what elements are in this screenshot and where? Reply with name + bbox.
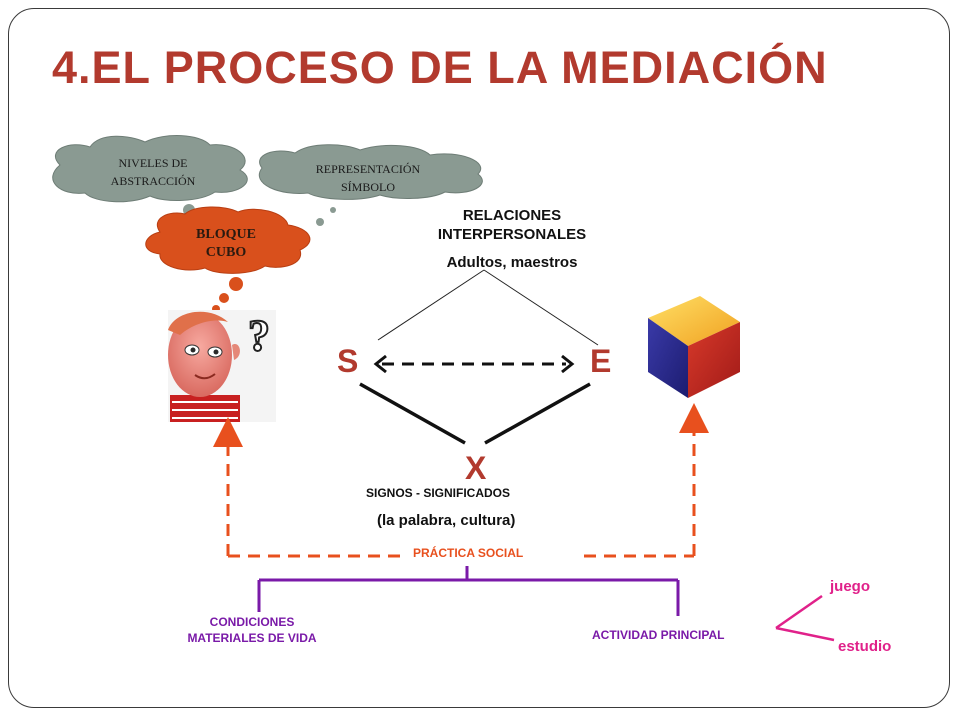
relations-line-1: RELACIONES <box>462 207 562 224</box>
subject-label: S <box>337 343 359 379</box>
thought-dot-3 <box>330 207 336 213</box>
slide-frame <box>8 8 950 708</box>
relations-detail: Adultos, maestros <box>446 254 578 271</box>
cloud-bloque-text: BLOQUE CUBO <box>186 226 266 262</box>
conditions-line-2: MATERIALES DE VIDA <box>187 631 317 645</box>
conditions-label: CONDICIONES MATERIALES DE VIDA <box>162 614 342 646</box>
cloud-representacion <box>258 144 483 200</box>
social-bracket <box>257 566 680 616</box>
representacion-line-2: SÍMBOLO <box>340 180 395 194</box>
bloque-line-1: BLOQUE <box>196 227 256 242</box>
thought-dot-4 <box>229 277 243 291</box>
activity-study-label: estudio <box>838 638 892 655</box>
cloud-bloque <box>145 206 311 274</box>
activities-branch <box>775 594 835 642</box>
child-illustration: ? <box>168 310 276 422</box>
mediator-label: X <box>465 450 487 486</box>
main-activity-label: ACTIVIDAD PRINCIPAL <box>592 628 725 642</box>
arrowhead-right-icon <box>561 354 575 374</box>
subject-mediator-line <box>359 382 466 445</box>
signs-label: SIGNOS - SIGNIFICADOS <box>366 486 511 500</box>
cube-illustration <box>648 296 740 398</box>
niveles-line-2: ABSTRACCIÓN <box>110 174 196 188</box>
bloque-line-2: CUBO <box>205 245 247 260</box>
object-mediator-line <box>484 382 591 445</box>
question-mark-icon: ? <box>248 311 270 360</box>
signs-detail: (la palabra, cultura) <box>377 512 516 529</box>
activity-play-label: juego <box>830 578 870 595</box>
social-practice-label: PRÁCTICA SOCIAL <box>413 546 524 560</box>
slide-title: 4.EL PROCESO DE LA MEDIACIÓN <box>52 42 828 93</box>
cloud-niveles-text: NIVELES DE ABSTRACCIÓN <box>78 154 228 190</box>
cloud-representacion-text: REPRESENTACIÓN SÍMBOLO <box>278 160 458 196</box>
object-label: E <box>590 343 612 379</box>
relation-line-right <box>483 269 599 346</box>
relation-line-left <box>377 269 485 341</box>
relations-heading: RELACIONES INTERPERSONALES <box>412 206 612 244</box>
relations-line-2: INTERPERSONALES <box>437 226 587 243</box>
representacion-line-1: REPRESENTACIÓN <box>315 162 421 176</box>
thought-dot-2 <box>316 218 324 226</box>
thought-dot-5 <box>219 293 229 303</box>
cloud-niveles <box>52 135 248 203</box>
niveles-line-1: NIVELES DE <box>118 156 188 170</box>
arrowhead-left-icon <box>373 354 387 374</box>
conditions-line-1: CONDICIONES <box>209 615 295 629</box>
